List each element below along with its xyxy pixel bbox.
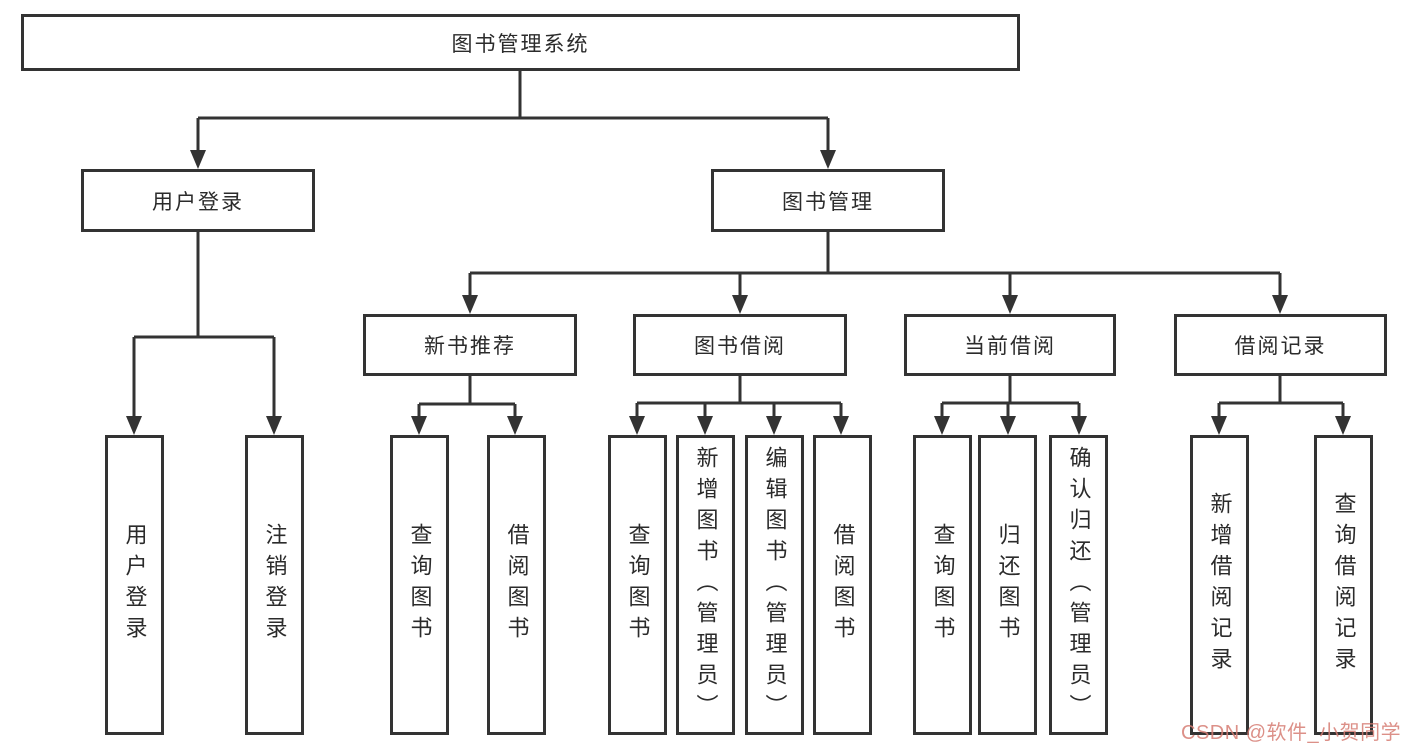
node-user-login-label: 用户登录 bbox=[152, 190, 244, 214]
node-book-management-label: 图书管理 bbox=[782, 190, 874, 214]
leaf-newbooks-borrow-books-label: 借阅图书 bbox=[504, 523, 530, 647]
leaf-newbooks-borrow-books: 借阅图书 bbox=[487, 435, 546, 735]
node-book-management: 图书管理 bbox=[711, 169, 945, 232]
leaf-borrowing-edit-books-admin: 编辑图书（管理员） bbox=[745, 435, 804, 735]
leaf-current-return-books: 归还图书 bbox=[978, 435, 1037, 735]
leaf-borrowing-borrow-books-label: 借阅图书 bbox=[830, 523, 856, 647]
leaf-newbooks-query-books-label: 查询图书 bbox=[407, 523, 433, 647]
leaf-logout: 注销登录 bbox=[245, 435, 304, 735]
connector-root-branch bbox=[196, 70, 830, 152]
leaf-records-add-record: 新增借阅记录 bbox=[1190, 435, 1249, 735]
node-current-borrowing: 当前借阅 bbox=[904, 314, 1116, 376]
leaf-user-login-label: 用户登录 bbox=[122, 523, 148, 647]
leaf-borrowing-edit-books-admin-label: 编辑图书（管理员） bbox=[762, 445, 788, 725]
leaf-records-query-record-label: 查询借阅记录 bbox=[1331, 492, 1357, 678]
leaf-newbooks-query-books: 查询图书 bbox=[390, 435, 449, 735]
leaf-borrowing-query-books: 查询图书 bbox=[608, 435, 667, 735]
leaf-current-confirm-return-admin: 确认归还（管理员） bbox=[1049, 435, 1108, 735]
connector-records-branch bbox=[1217, 376, 1345, 420]
node-book-borrowing-label: 图书借阅 bbox=[694, 335, 786, 358]
watermark-text: CSDN @软件_小贺同学 bbox=[1181, 722, 1402, 744]
node-book-borrowing: 图书借阅 bbox=[633, 314, 847, 376]
arrowheads bbox=[126, 150, 1351, 435]
leaf-borrowing-add-books-admin-label: 新增图书（管理员） bbox=[693, 445, 719, 725]
connector-new-books-branch bbox=[417, 376, 517, 420]
node-current-borrowing-label: 当前借阅 bbox=[964, 335, 1056, 358]
leaf-records-add-record-label: 新增借阅记录 bbox=[1207, 492, 1233, 678]
node-borrow-records-label: 借阅记录 bbox=[1234, 335, 1327, 358]
node-new-book-recommend: 新书推荐 bbox=[363, 314, 577, 376]
leaf-records-query-record: 查询借阅记录 bbox=[1314, 435, 1373, 735]
leaf-current-confirm-return-admin-label: 确认归还（管理员） bbox=[1066, 445, 1092, 725]
leaf-borrowing-add-books-admin: 新增图书（管理员） bbox=[676, 435, 735, 735]
leaf-borrowing-query-books-label: 查询图书 bbox=[625, 523, 651, 647]
connector-user-login-branch bbox=[132, 232, 276, 420]
node-root-label: 图书管理系统 bbox=[451, 32, 590, 56]
leaf-logout-label: 注销登录 bbox=[262, 523, 288, 647]
connector-current-borrow-branch bbox=[940, 376, 1081, 420]
leaf-borrowing-borrow-books: 借阅图书 bbox=[813, 435, 872, 735]
node-borrow-records: 借阅记录 bbox=[1174, 314, 1387, 376]
leaf-current-return-books-label: 归还图书 bbox=[995, 523, 1021, 647]
connector-book-mgmt-branch bbox=[468, 232, 1282, 298]
node-root-system: 图书管理系统 bbox=[21, 14, 1020, 71]
leaf-user-login: 用户登录 bbox=[105, 435, 164, 735]
node-user-login: 用户登录 bbox=[81, 169, 315, 232]
connector-book-borrow-branch bbox=[635, 376, 843, 420]
node-new-book-recommend-label: 新书推荐 bbox=[424, 335, 516, 358]
leaf-current-query-books-label: 查询图书 bbox=[930, 523, 956, 647]
leaf-current-query-books: 查询图书 bbox=[913, 435, 972, 735]
